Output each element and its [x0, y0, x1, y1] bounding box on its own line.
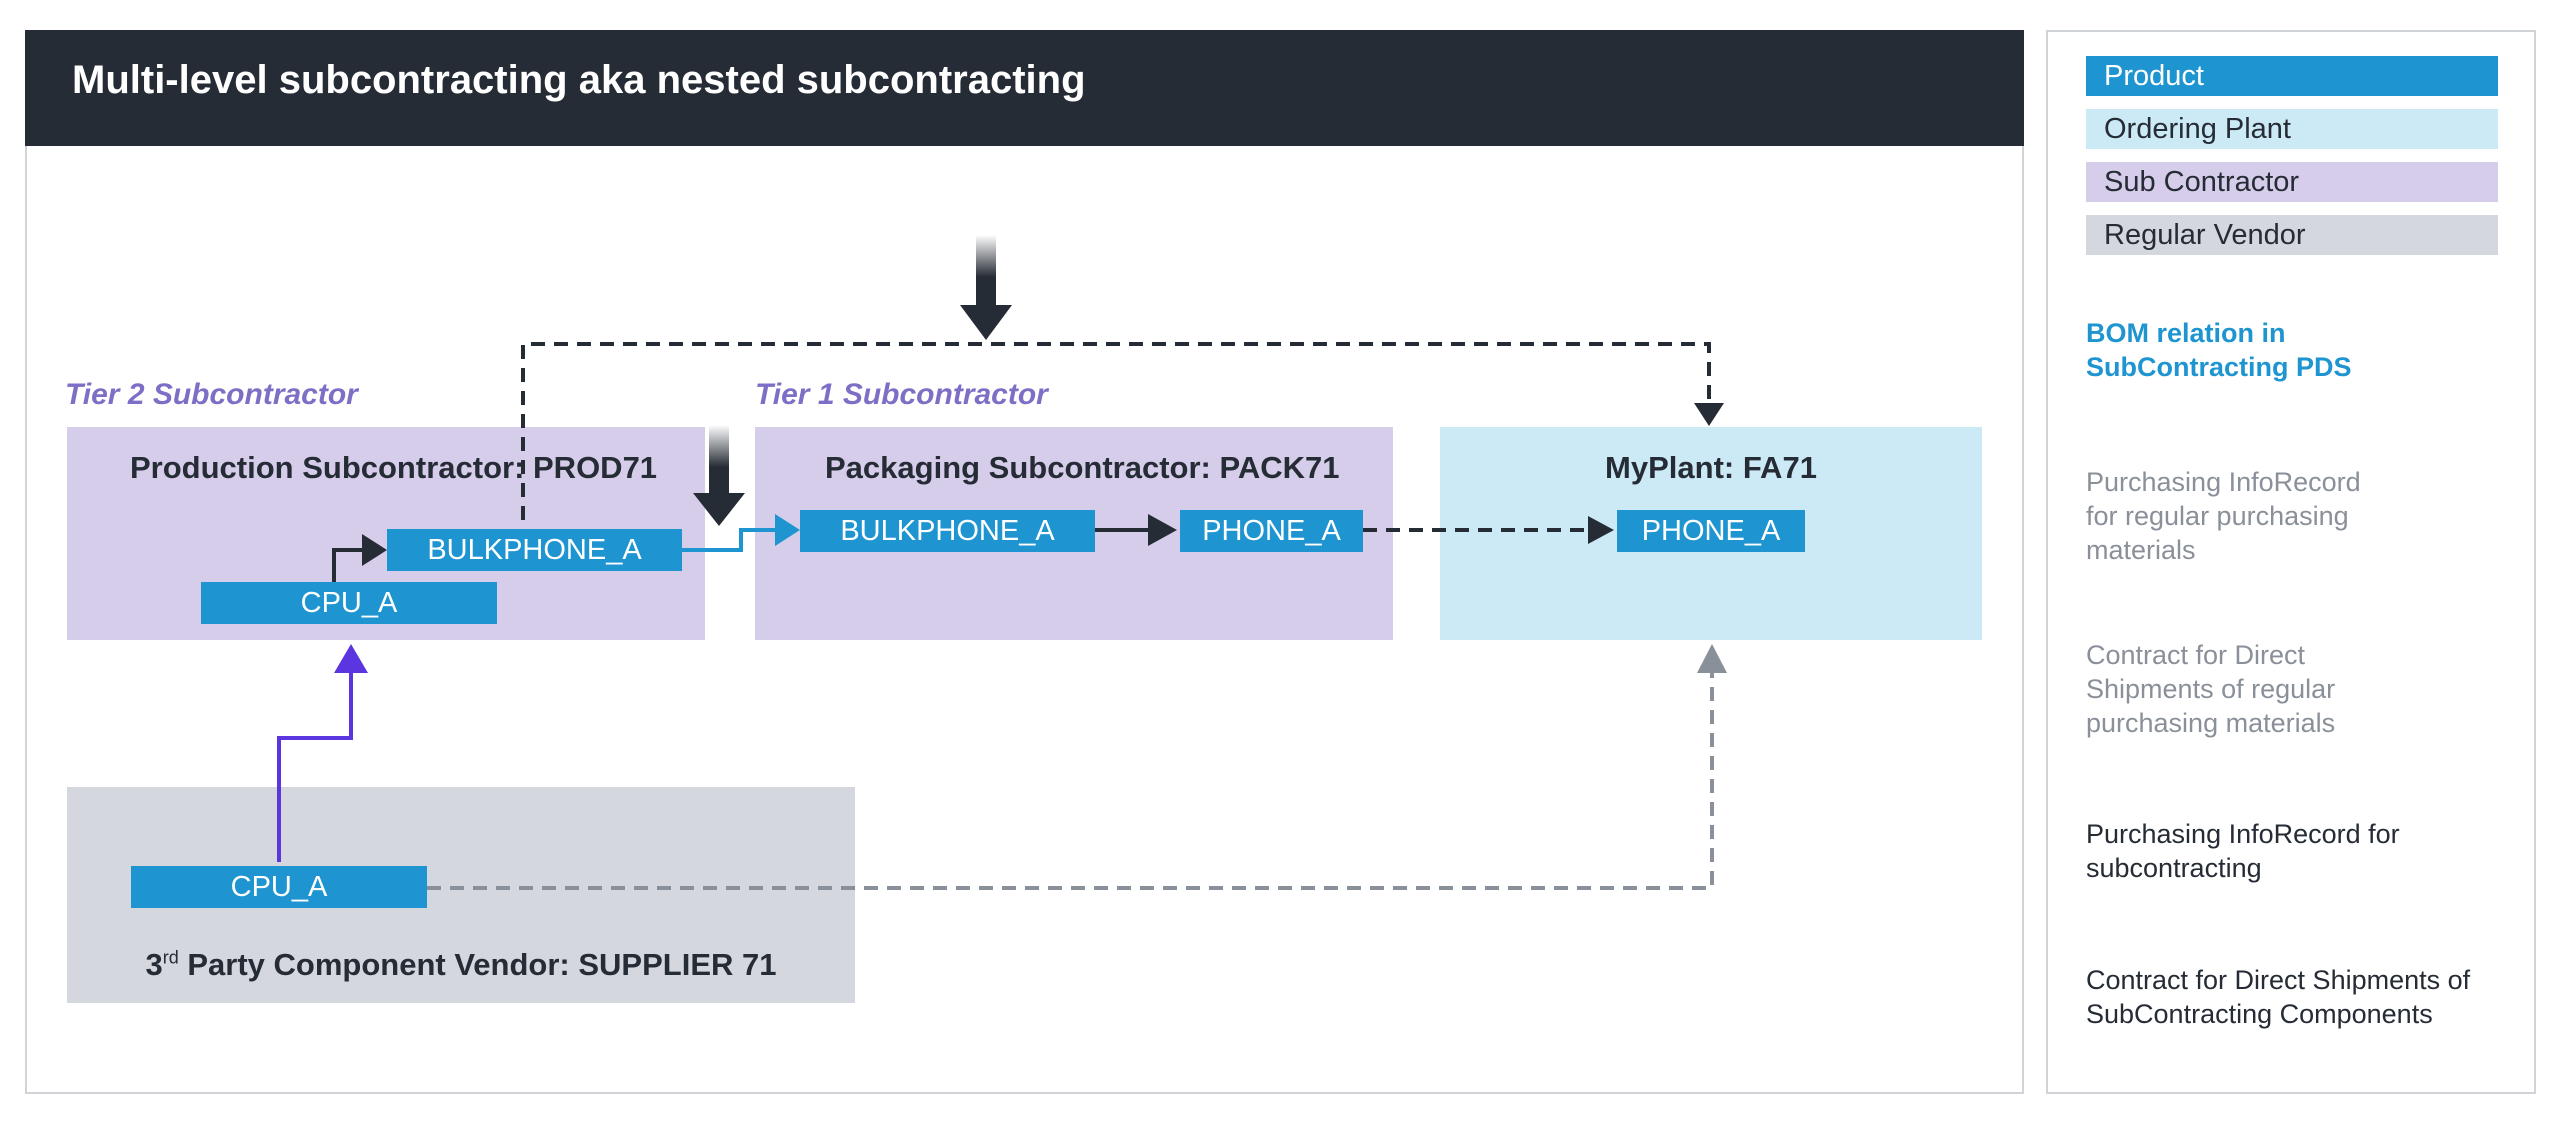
legend-product: Product [2086, 56, 2498, 96]
legend-bom-relation-text: BOM relation in SubContracting PDS [2086, 318, 2352, 382]
legend-pir-subcontracting-text: Purchasing InfoRecord for subcontracting [2086, 819, 2400, 883]
product-bulkphone-prod71[interactable]: BULKPHONE_A [387, 529, 682, 571]
pir-regular-line [427, 670, 1714, 890]
product-phone-pack71[interactable]: PHONE_A [1180, 510, 1363, 552]
legend-pir-regular-text: Purchasing InfoRecord for regular purcha… [2086, 467, 2361, 565]
tier2-label: Tier 2 Subcontractor [65, 378, 358, 411]
product-cpu-prod71[interactable]: CPU_A [201, 582, 497, 624]
production-subcontractor-title: Production Subcontractor: PROD71 [130, 450, 658, 485]
vendor-title-text: Party Component Vendor: SUPPLIER 71 [178, 947, 777, 982]
legend-contract-subcontracting-text: Contract for Direct Shipments of SubCont… [2086, 965, 2471, 1029]
pir-subcontracting-arrowhead-2 [1588, 516, 1614, 544]
contract-subcontracting-line [682, 528, 778, 552]
thick-down-arrow-icon [693, 425, 745, 526]
vendor-title-number: 3 [145, 947, 163, 982]
product-cpu-supplier71[interactable]: CPU_A [131, 866, 427, 908]
pir-regular-arrowhead [1697, 644, 1727, 673]
contract-regular-line [277, 670, 353, 862]
legend-sub-contractor: Sub Contractor [2086, 162, 2498, 202]
legend-ordering-plant: Ordering Plant [2086, 109, 2498, 149]
packaging-subcontractor-title: Packaging Subcontractor: PACK71 [825, 450, 1340, 485]
legend-contract-regular-text: Contract for Direct Shipments of regular… [2086, 640, 2336, 738]
title-bar [25, 30, 2024, 146]
bom-relation-arrowhead-2 [362, 534, 387, 566]
vendor-title-ordinal: rd [162, 947, 179, 968]
pir-subcontracting-arrowhead [1694, 403, 1724, 426]
product-phone-fa71[interactable]: PHONE_A [1617, 510, 1805, 552]
tier1-label: Tier 1 Subcontractor [755, 378, 1048, 411]
thick-down-arrow-icon [960, 235, 1012, 340]
contract-regular-arrowhead [334, 644, 368, 673]
pir-subcontracting-line [521, 342, 1711, 520]
legend-regular-vendor: Regular Vendor [2086, 215, 2498, 255]
myplant-title: MyPlant: FA71 [1605, 450, 1817, 485]
legend-panel [2046, 30, 2536, 1094]
product-bulkphone-pack71[interactable]: BULKPHONE_A [800, 510, 1095, 552]
bom-relation-line-2 [332, 548, 365, 582]
component-vendor-title: 3rd Party Component Vendor: SUPPLIER 71 [67, 947, 855, 983]
contract-subcontracting-arrowhead [775, 514, 800, 546]
bom-relation-arrowhead [1148, 514, 1177, 546]
page-title: Multi-level subcontracting aka nested su… [72, 58, 1086, 102]
